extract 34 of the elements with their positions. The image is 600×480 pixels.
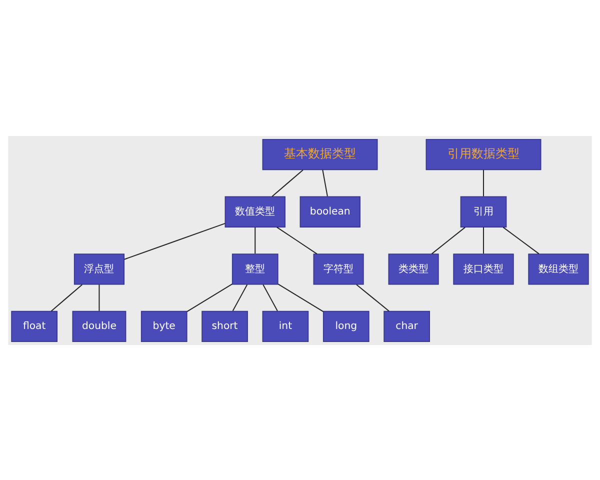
node-box: short (202, 310, 248, 342)
connector (186, 283, 232, 312)
connector (483, 226, 484, 254)
connector (356, 284, 390, 311)
node-box: 浮点型 (74, 253, 124, 284)
node-box: 字符型 (313, 253, 364, 284)
node-box: 引用数据类型 (426, 138, 542, 170)
node-box: float (11, 310, 58, 342)
node-box: boolean (300, 196, 360, 227)
connector (502, 226, 540, 254)
connector (98, 284, 100, 310)
connector (276, 226, 318, 254)
connector (432, 226, 466, 254)
node-box: int (262, 310, 309, 342)
node-box: char (384, 310, 430, 342)
node-box: 数组类型 (528, 253, 589, 284)
connector (124, 222, 226, 260)
node-box: 基本数据类型 (262, 138, 378, 170)
connector (272, 169, 304, 196)
node-box: 类类型 (388, 253, 439, 284)
connector (322, 169, 328, 196)
connector (483, 170, 484, 196)
connector (232, 284, 248, 311)
node-box: 数值类型 (224, 196, 286, 227)
node-box: double (72, 310, 126, 342)
connector (262, 284, 278, 311)
connector (50, 284, 82, 311)
connector (254, 226, 256, 254)
node-box: 接口类型 (453, 253, 514, 284)
node-box: 整型 (232, 253, 278, 284)
node-box: 引用 (460, 196, 507, 227)
connector (278, 283, 324, 312)
node-box: long (322, 310, 370, 342)
node-box: byte (140, 310, 188, 342)
